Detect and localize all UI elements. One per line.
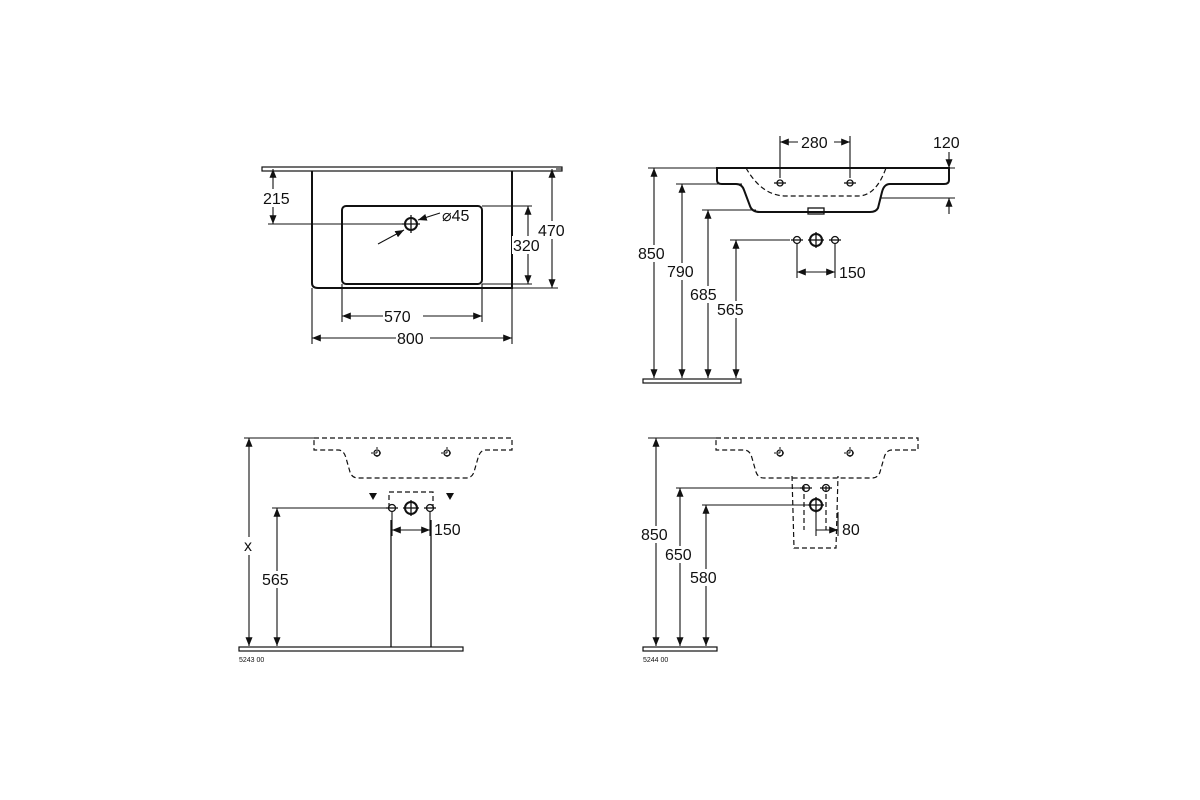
wall-strip — [261, 166, 563, 172]
floor-strip — [642, 646, 718, 652]
dim-850: 850 — [641, 527, 668, 544]
supply-valve-left-icon — [800, 483, 812, 493]
basin-profile — [716, 167, 950, 213]
basin-outline-dashed — [715, 437, 919, 479]
dim-120: 120 — [933, 135, 960, 152]
dim-650: 650 — [665, 547, 692, 564]
dim-280: 280 — [801, 135, 828, 152]
arrow-down-icon — [446, 493, 454, 500]
side-view: 280 120 850 790 685 565 150 — [638, 134, 960, 384]
pedestal-column — [390, 520, 432, 648]
waste-connection-icon — [403, 500, 419, 516]
dim-320: 320 — [513, 238, 540, 255]
tap-hole-right-icon — [844, 179, 856, 187]
floor-strip — [642, 378, 742, 384]
dim-565: 565 — [262, 572, 289, 589]
basin-outline — [311, 171, 513, 289]
basin-outline-dashed — [313, 437, 513, 479]
dim-685: 685 — [690, 287, 717, 304]
dim-790: 790 — [667, 264, 694, 281]
dim-470: 470 — [538, 223, 565, 240]
pedestal-view: x 565 150 5243 00 — [238, 437, 513, 664]
dim-tap-diameter: ⌀45 — [442, 208, 470, 225]
pedestal-top-dashed — [389, 491, 434, 508]
dim-x: x — [244, 538, 252, 555]
tap-hole-right-icon — [844, 447, 856, 459]
semi-pedestal-dashed — [791, 475, 839, 549]
arrow-down-icon — [369, 493, 377, 500]
supply-valve-right-icon — [424, 503, 436, 513]
supply-valve-right-icon — [829, 235, 841, 245]
top-view: 215 ⌀45 320 470 570 800 — [261, 166, 572, 348]
semipedestal-view: 850 650 580 80 5244 00 — [641, 437, 919, 664]
tap-hole-left-icon — [774, 179, 786, 187]
floor-strip — [238, 646, 464, 652]
tap-hole-left-icon — [371, 447, 383, 459]
article-code: 5243 00 — [239, 657, 264, 664]
supply-valve-left-icon — [386, 503, 398, 513]
dim-80: 80 — [842, 522, 860, 539]
dim-580: 580 — [690, 570, 717, 587]
waste-connection-icon — [808, 497, 824, 513]
waste-outlet — [807, 207, 825, 215]
tap-hole-right-icon — [441, 447, 453, 459]
dim-800: 800 — [397, 331, 424, 348]
waste-connection-icon — [808, 232, 824, 248]
dim-215: 215 — [263, 191, 290, 208]
bowl-hidden-line — [745, 167, 887, 197]
supply-valve-right-icon — [820, 483, 832, 493]
basin-bowl — [341, 205, 483, 285]
dim-150: 150 — [839, 265, 866, 282]
dim-565: 565 — [717, 302, 744, 319]
supply-valve-left-icon — [791, 235, 803, 245]
dim-570: 570 — [384, 309, 411, 326]
tap-hole-icon — [402, 215, 420, 233]
dim-850: 850 — [638, 246, 665, 263]
article-code: 5244 00 — [643, 657, 668, 664]
dim-150: 150 — [434, 522, 461, 539]
tap-hole-left-icon — [774, 447, 786, 459]
